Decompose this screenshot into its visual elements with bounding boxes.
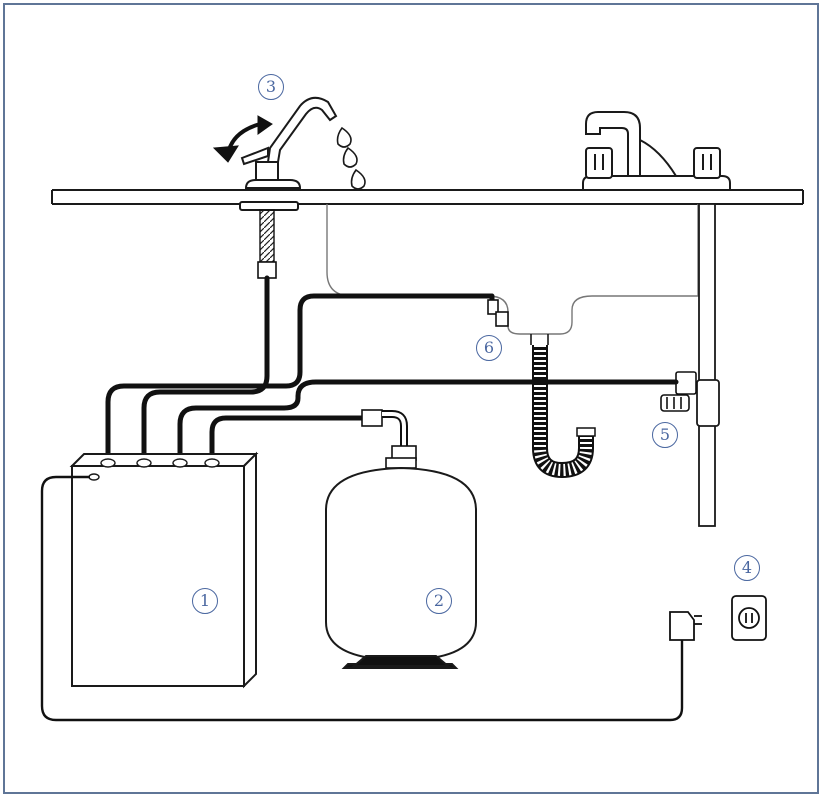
power-cord — [40, 475, 684, 722]
water-drops — [336, 126, 366, 190]
sink-faucet — [582, 111, 731, 191]
filter-unit — [69, 451, 259, 689]
callout-faucet: 3 — [258, 74, 284, 100]
drain-tailpiece — [530, 334, 549, 345]
faucet-rotation-arrow — [212, 115, 273, 163]
tank-fittings — [361, 409, 417, 469]
callout-drain-saddle: 6 — [476, 335, 502, 361]
drain-trap-cap — [576, 427, 596, 437]
faucet-braided-shank — [257, 209, 277, 279]
tube-drain — [105, 293, 495, 463]
drain-trap — [532, 345, 594, 479]
storage-tank — [325, 466, 477, 669]
callout-feed-valve: 5 — [652, 422, 678, 448]
tube-feed — [177, 379, 679, 463]
cold-water-supply-pipe — [696, 203, 720, 527]
tube-tank — [209, 415, 367, 463]
callout-filter-unit: 1 — [192, 588, 218, 614]
drain-trap-corrugation — [534, 345, 592, 477]
tube-faucet — [141, 275, 270, 463]
power-adapter — [669, 611, 702, 641]
drain-saddle — [487, 299, 509, 327]
countertop — [51, 189, 804, 205]
feed-water-valve — [660, 371, 697, 412]
wall-outlet — [731, 595, 767, 641]
tubing — [105, 275, 679, 463]
callout-power-outlet: 4 — [734, 555, 760, 581]
ro-faucet — [239, 96, 338, 211]
callout-storage-tank: 2 — [426, 588, 452, 614]
sink-basin — [326, 204, 699, 335]
